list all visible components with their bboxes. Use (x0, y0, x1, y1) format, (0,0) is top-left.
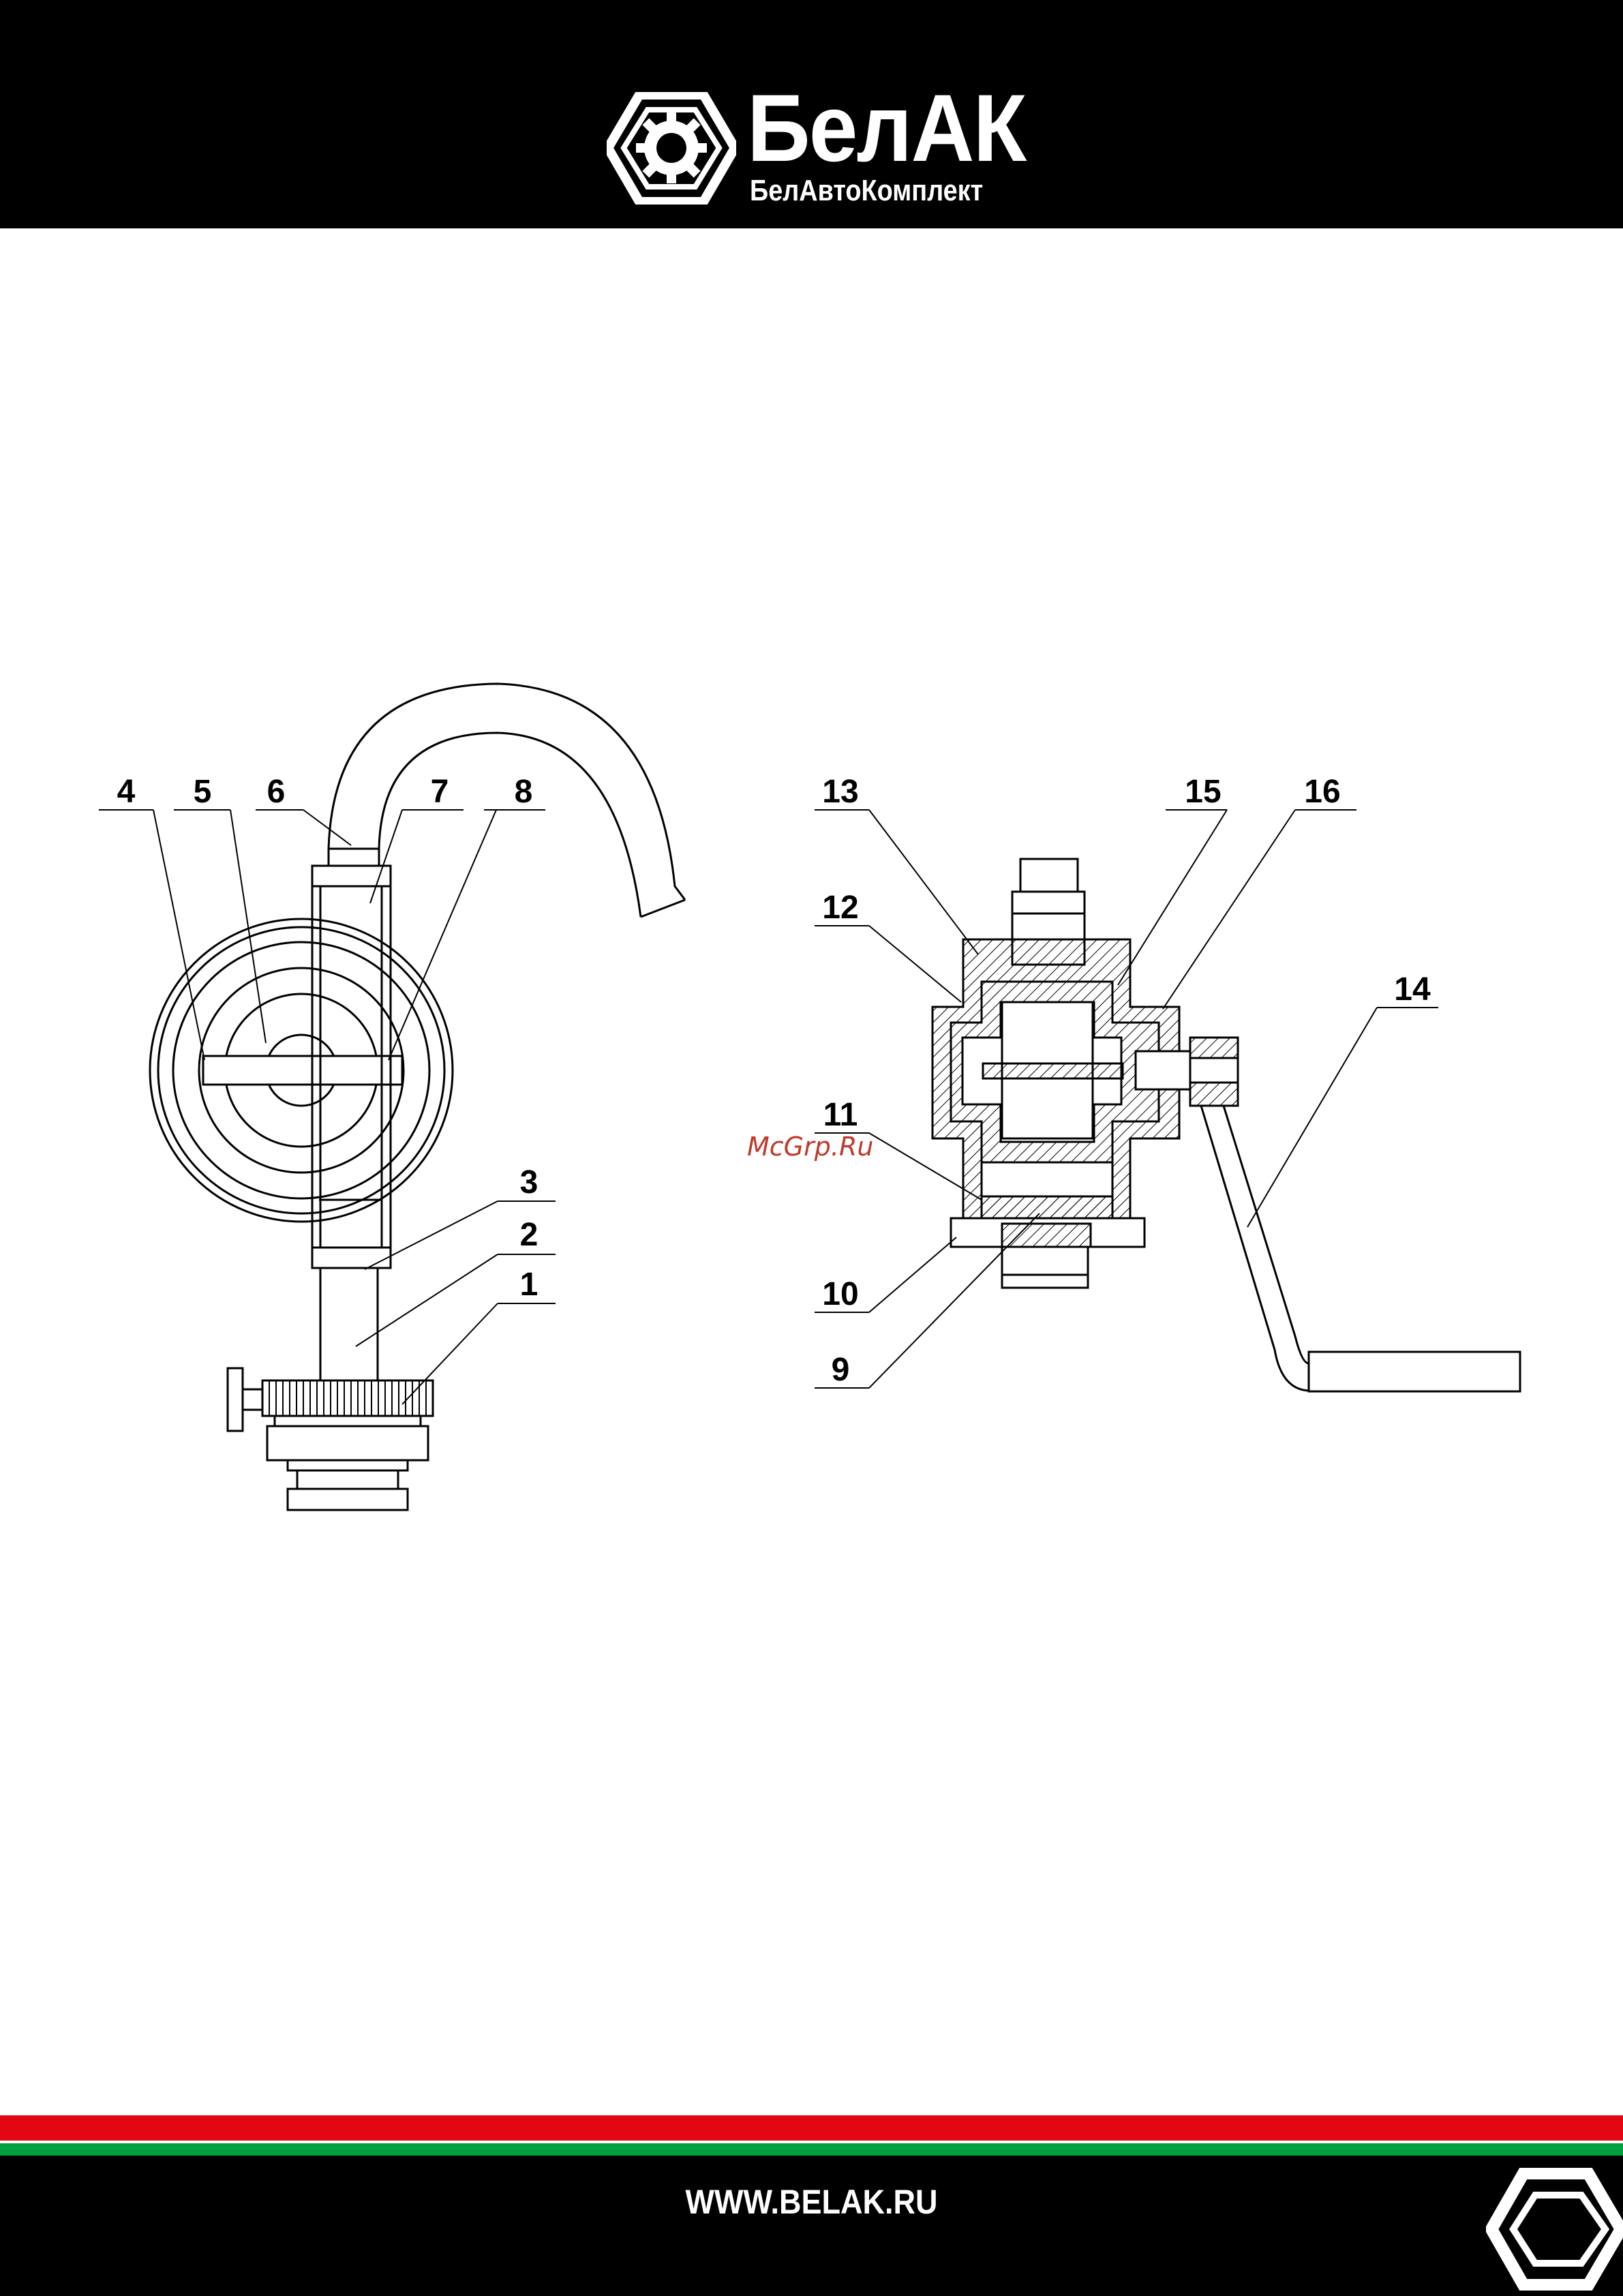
callout-11: 11 (823, 1097, 858, 1133)
callout-4: 4 (117, 774, 136, 810)
left-leader-lines (99, 810, 556, 1404)
callout-15: 15 (1185, 774, 1221, 810)
pump-side-view (150, 684, 685, 1510)
callout-16: 16 (1304, 774, 1340, 810)
pump-cross-section (932, 859, 1238, 1288)
callout-7: 7 (431, 774, 449, 810)
website-link[interactable]: WWW.BELAK.RU (81, 2181, 1542, 2222)
watermark-text: McGrp.Ru (747, 1132, 873, 1162)
footer-band: WWW.BELAK.RU (0, 2156, 1623, 2296)
callout-8: 8 (515, 774, 533, 810)
green-stripe (0, 2143, 1623, 2156)
callout-2: 2 (520, 1217, 539, 1253)
callout-1: 1 (520, 1267, 539, 1303)
callout-6: 6 (267, 774, 286, 810)
callout-3: 3 (520, 1164, 539, 1200)
callout-9: 9 (832, 1352, 850, 1388)
callout-12: 12 (822, 890, 858, 926)
callout-13: 13 (822, 774, 858, 810)
hexagon-corner-logo-icon (1486, 2168, 1623, 2291)
callout-5: 5 (194, 774, 212, 810)
red-stripe (0, 2115, 1623, 2141)
crank-handle (1201, 1106, 1520, 1391)
callout-10: 10 (822, 1276, 858, 1312)
callout-14: 14 (1394, 971, 1431, 1008)
